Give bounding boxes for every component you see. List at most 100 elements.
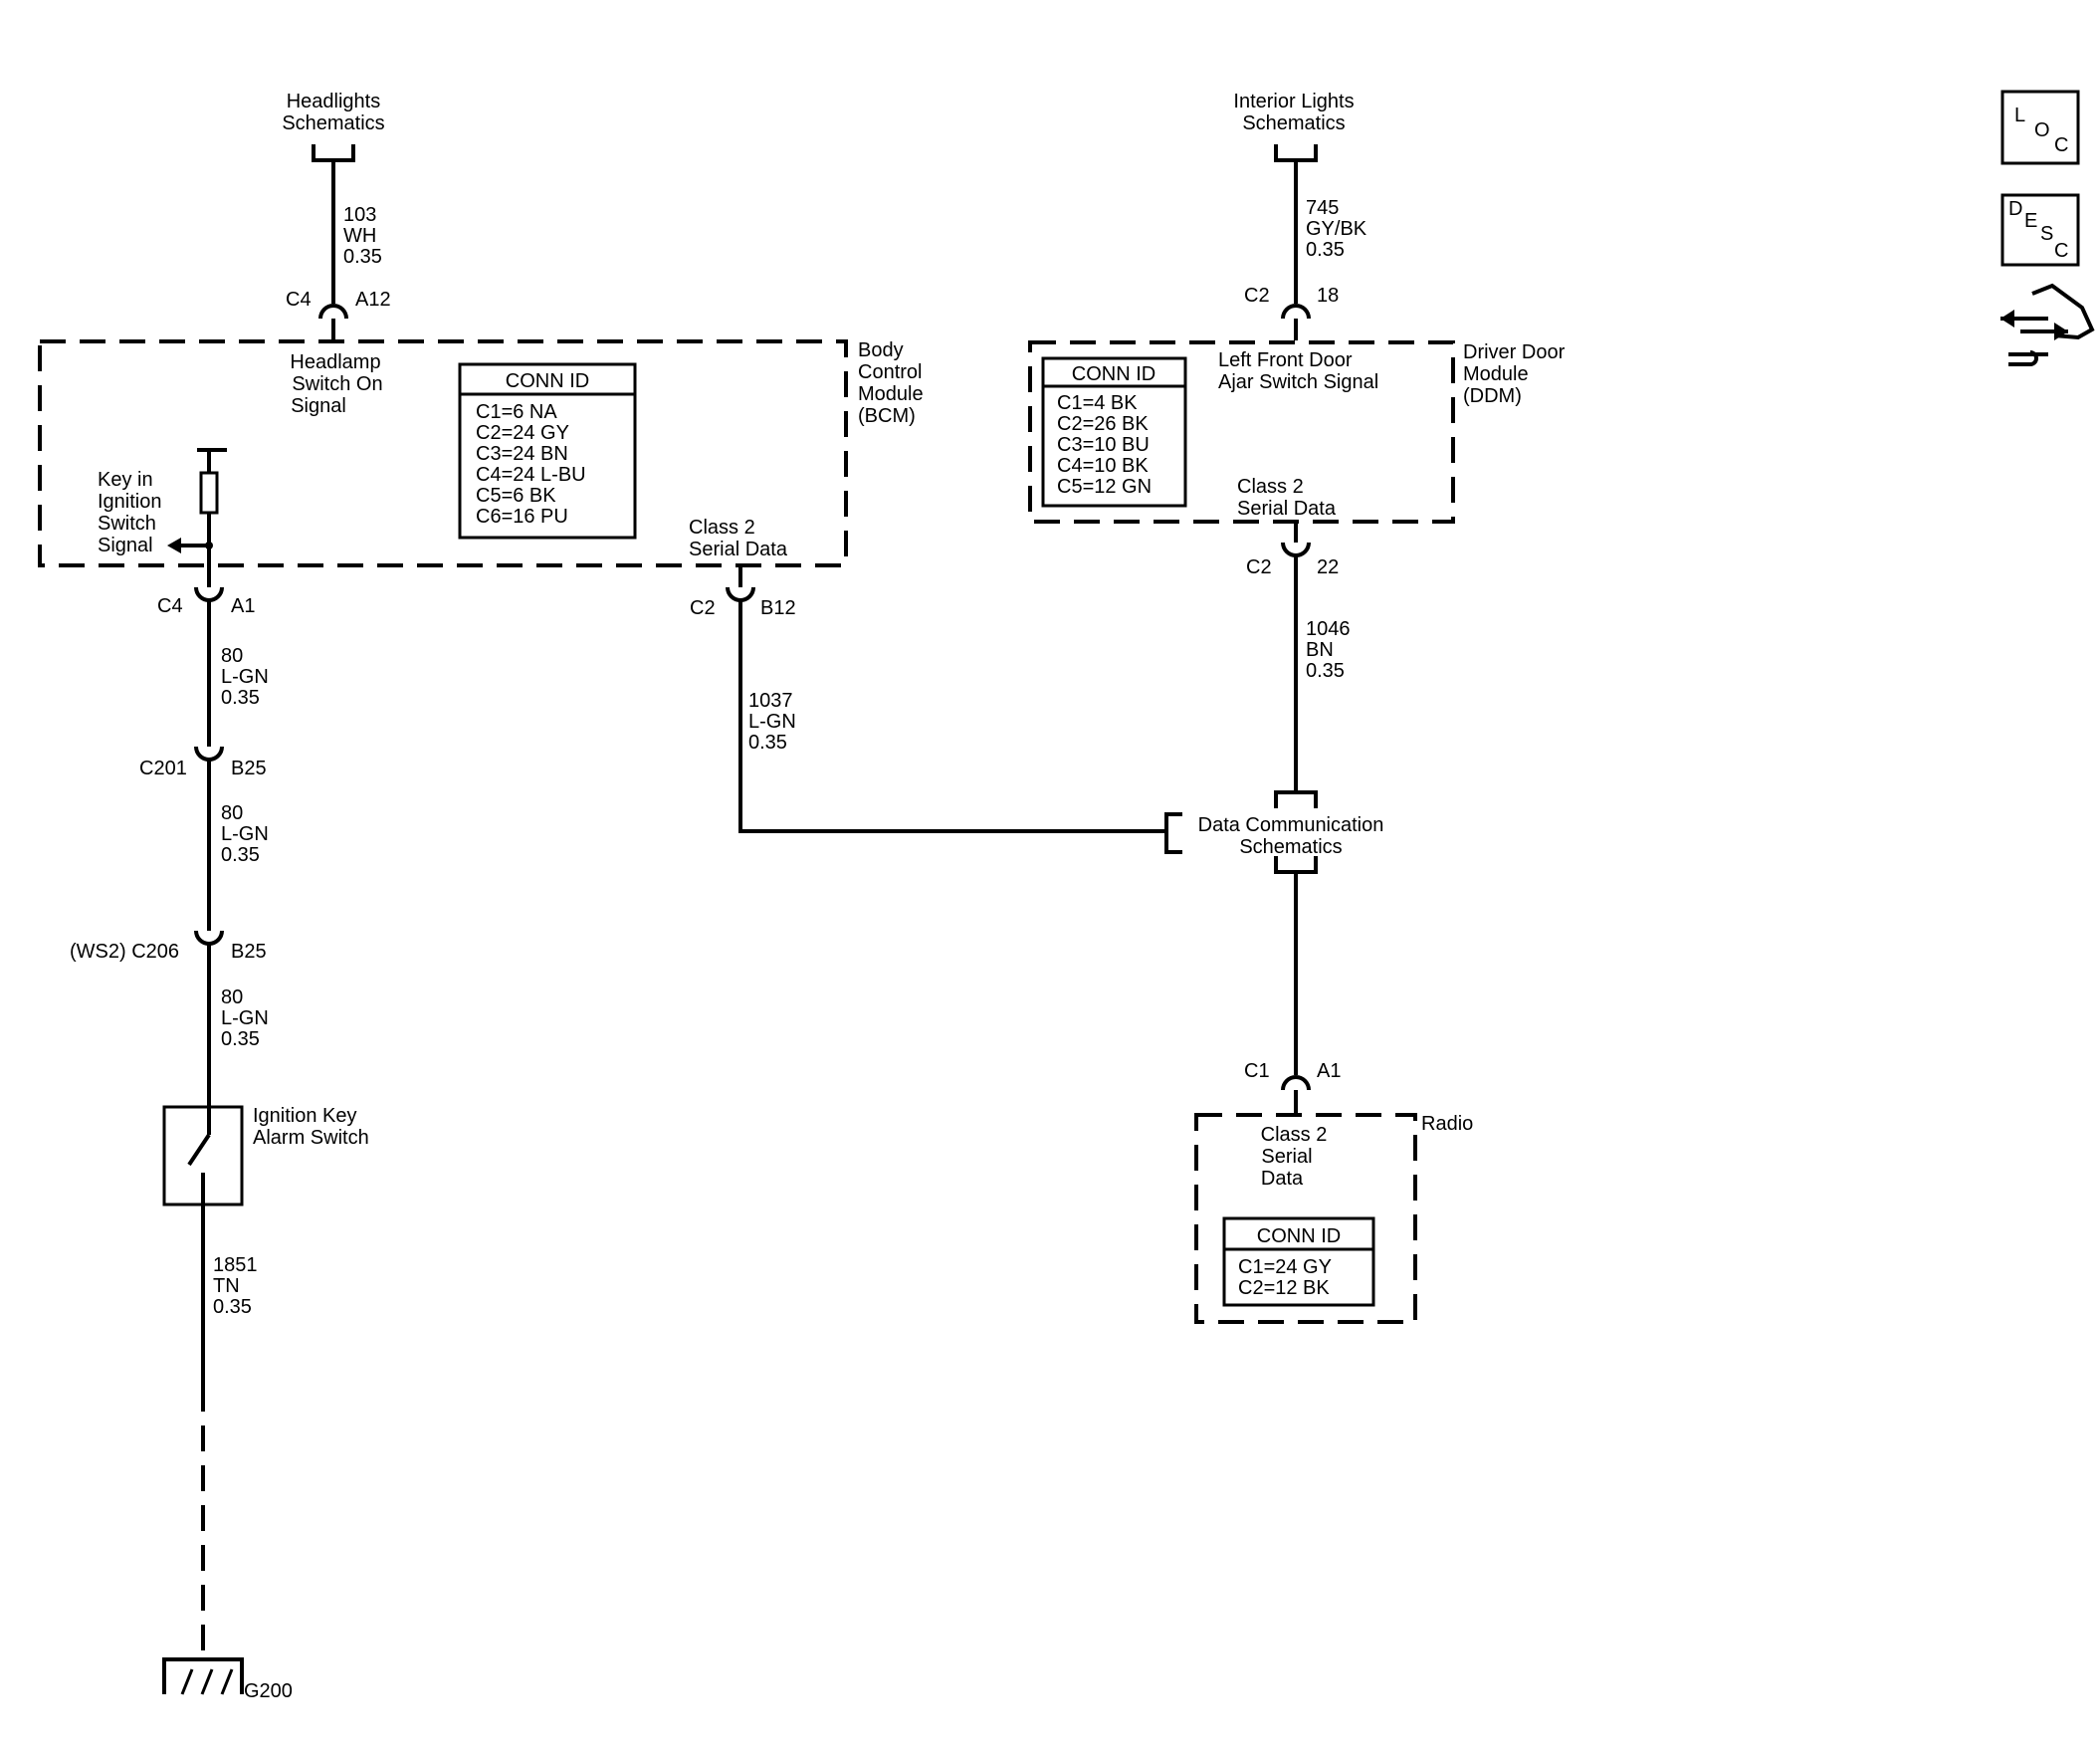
ignition-key-alarm-switch[interactable]: [162, 1105, 244, 1206]
svg-text:0.35: 0.35: [1306, 239, 1345, 261]
connector-symbol: [194, 746, 224, 762]
svg-text:0.35: 0.35: [221, 1028, 260, 1050]
data-comm-ref-line2: Schematics: [1239, 836, 1342, 858]
connector-symbol: [1281, 1075, 1311, 1091]
connector-bcm-c4-a1[interactable]: C4 A1: [157, 565, 255, 617]
pin-id: A1: [231, 595, 255, 617]
connector-bcm-c2-b12[interactable]: C2 B12: [690, 565, 796, 619]
loc-button[interactable]: L O C: [2000, 90, 2080, 165]
ignition-switch-label: Ignition Key Alarm Switch: [253, 1105, 369, 1149]
connector-c201-b25[interactable]: C201 B25: [139, 746, 267, 779]
wire-gauge: 0.35: [343, 246, 382, 268]
conn-id-row: C1=4 BK: [1057, 392, 1138, 414]
wire-class2-bcm: [738, 600, 1164, 833]
data-comm-bracket-bottom: [1274, 856, 1318, 874]
svg-text:Control: Control: [858, 361, 922, 383]
conn-id-row: C4=24 L-BU: [476, 464, 586, 486]
svg-text:1037: 1037: [748, 690, 793, 712]
svg-text:GY/BK: GY/BK: [1306, 218, 1367, 240]
svg-text:0.35: 0.35: [1306, 660, 1345, 682]
connector-id: C2: [1246, 556, 1272, 578]
svg-text:Class 2: Class 2: [689, 517, 755, 539]
pin-id: B25: [231, 941, 267, 963]
svg-text:Serial: Serial: [1261, 1146, 1312, 1168]
svg-text:L-GN: L-GN: [748, 711, 796, 733]
radio-module-name: Radio: [1421, 1113, 1473, 1135]
wire-label-interior: 745 GY/BK 0.35: [1306, 197, 1367, 261]
wire-label-class2-bcm: 1037 L-GN 0.35: [748, 690, 796, 754]
svg-text:Ajar Switch Signal: Ajar Switch Signal: [1218, 371, 1378, 393]
conn-id-row: C2=24 GY: [476, 422, 569, 444]
svg-text:0.35: 0.35: [221, 844, 260, 866]
data-comm-bracket-top: [1274, 790, 1318, 808]
svg-text:Driver Door: Driver Door: [1463, 341, 1566, 363]
pin-id: 22: [1317, 556, 1339, 578]
ddm-conn-id-table: CONN ID C1=4 BK C2=26 BK C3=10 BU C4=10 …: [1041, 356, 1187, 508]
conn-id-title: CONN ID: [1257, 1225, 1341, 1247]
svg-text:L-GN: L-GN: [221, 1007, 269, 1029]
ddm-ajar-signal-label: Left Front Door Ajar Switch Signal: [1218, 349, 1378, 393]
interior-ref-line1: Interior Lights: [1233, 91, 1354, 112]
connector-ddm-c2-22[interactable]: C2 22: [1246, 522, 1339, 578]
headlights-schematics-ref[interactable]: Headlights Schematics: [282, 91, 385, 162]
conn-id-row: C2=26 BK: [1057, 413, 1149, 435]
connector-symbol: [194, 930, 224, 946]
svg-text:Module: Module: [1463, 363, 1529, 385]
svg-text:TN: TN: [213, 1275, 240, 1297]
svg-text:(BCM): (BCM): [858, 405, 916, 427]
ddm-class2-label: Class 2 Serial Data: [1237, 476, 1337, 520]
ground-label: G200: [244, 1680, 293, 1702]
loc-button-frame: [2000, 90, 2080, 165]
svg-text:L: L: [2014, 105, 2025, 126]
conn-id-row: C5=12 GN: [1057, 476, 1152, 498]
svg-text:Class 2: Class 2: [1261, 1124, 1328, 1146]
connector-symbol: [194, 586, 224, 602]
connector-id: (WS2) C206: [70, 941, 179, 963]
ground-icon: [162, 1657, 244, 1694]
svg-text:Ignition: Ignition: [98, 491, 162, 513]
pin-id: A12: [355, 289, 391, 311]
svg-text:1851: 1851: [213, 1254, 258, 1276]
conn-id-row: C5=6 BK: [476, 485, 556, 507]
svg-text:745: 745: [1306, 197, 1339, 219]
connector-end-view-icon[interactable]: [2000, 283, 2095, 366]
desc-button[interactable]: D E S C: [2000, 193, 2080, 267]
connector-id: C2: [1244, 285, 1270, 307]
ground-g200: G200: [162, 1657, 293, 1702]
data-comm-ref-line1: Data Communication: [1198, 814, 1384, 836]
svg-text:D: D: [2008, 198, 2022, 220]
svg-text:C: C: [2054, 134, 2068, 156]
conn-id-title: CONN ID: [506, 370, 589, 392]
svg-text:Left Front Door: Left Front Door: [1218, 349, 1353, 371]
svg-text:Signal: Signal: [291, 395, 346, 417]
conn-id-row: C3=10 BU: [1057, 434, 1150, 456]
connector-ddm-c2-18[interactable]: C2 18: [1244, 285, 1339, 340]
data-comm-schematics-ref[interactable]: Data Communication Schematics: [1164, 790, 1384, 874]
connector-bcm-c4-a12[interactable]: C4 A12: [286, 289, 391, 340]
svg-text:Signal: Signal: [98, 535, 153, 556]
connector-id: C201: [139, 758, 187, 779]
wire-label-key-c: 80 L-GN 0.35: [221, 986, 269, 1050]
connector-radio-c1-a1[interactable]: C1 A1: [1244, 1060, 1341, 1113]
connector-symbol: [318, 304, 348, 320]
svg-text:BN: BN: [1306, 639, 1334, 661]
bcm-conn-id-table: CONN ID C1=6 NA C2=24 GY C3=24 BN C4=24 …: [458, 362, 637, 540]
bcm-key-signal-label: Key in Ignition Switch Signal: [98, 469, 162, 556]
interior-lights-schematics-ref[interactable]: Interior Lights Schematics: [1233, 91, 1355, 162]
bcm-module-name: Body Control Module (BCM): [858, 339, 924, 427]
svg-text:0.35: 0.35: [748, 732, 787, 754]
wire-color: WH: [343, 225, 376, 247]
switch-contact-icon: [187, 1133, 211, 1167]
svg-text:Class 2: Class 2: [1237, 476, 1304, 498]
connector-c206-b25[interactable]: (WS2) C206 B25: [70, 930, 267, 963]
pin-id: B25: [231, 758, 267, 779]
bcm-module-outline: [38, 339, 848, 567]
svg-text:Module: Module: [858, 383, 924, 405]
connector-symbol: [1281, 304, 1311, 320]
svg-text:Headlamp: Headlamp: [290, 351, 380, 373]
svg-text:80: 80: [221, 802, 243, 824]
svg-text:Switch On: Switch On: [292, 373, 382, 395]
headlights-ref-line2: Schematics: [282, 112, 384, 134]
interior-ref-bracket: [1274, 144, 1318, 162]
